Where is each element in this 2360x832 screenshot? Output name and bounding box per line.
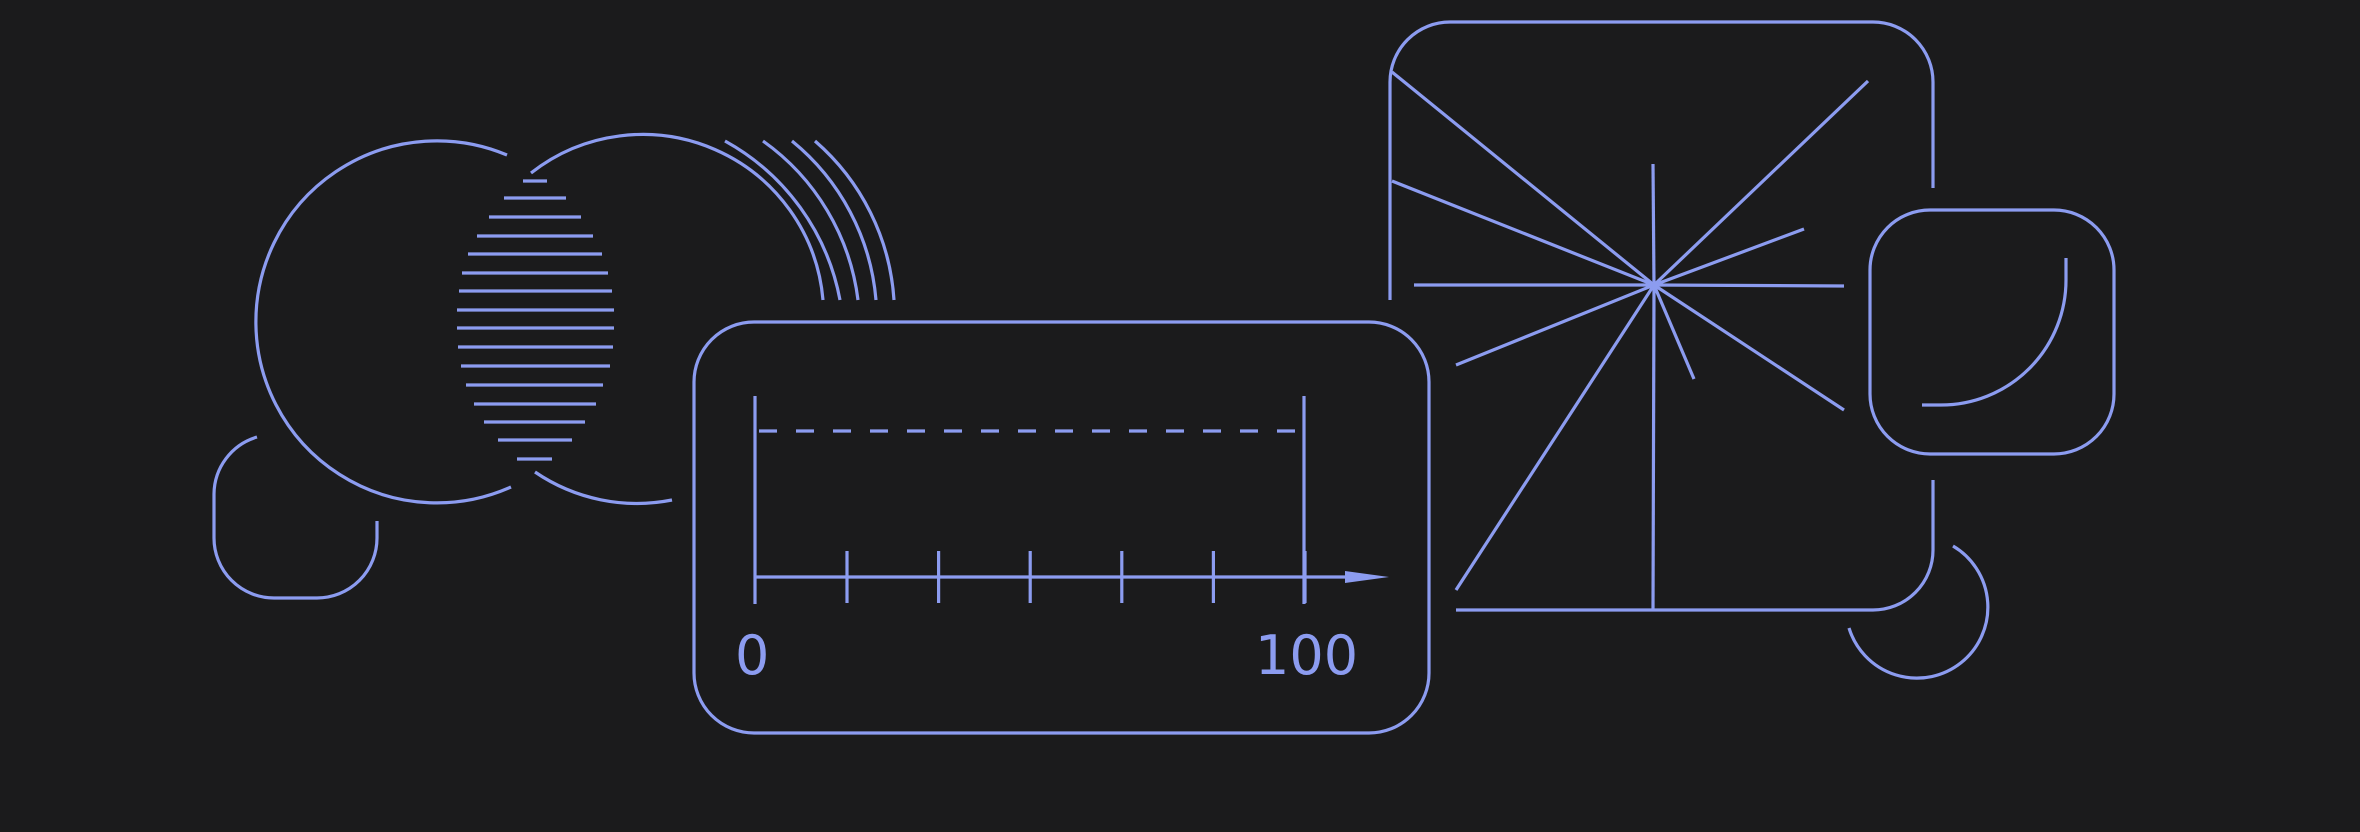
echo-arcs: [724, 139, 896, 301]
right-circle-lower: [534, 470, 673, 506]
range-slider-card: [692, 320, 1431, 735]
starburst-rays: [1390, 70, 1870, 611]
slider-min-label: 0: [735, 624, 770, 687]
starburst-frame-icon: [1388, 20, 1935, 612]
right-circle-upper: [530, 132, 825, 301]
rounded-corner-card: [1868, 208, 2116, 456]
axis-ticks: [845, 551, 1307, 603]
intersection-hatching: [457, 179, 614, 461]
corner-curve: [1922, 258, 2068, 407]
overlapping-circles-icon: [254, 132, 896, 506]
slider-card-frame: [692, 320, 1431, 735]
axis-arrowhead: [1345, 571, 1389, 583]
starburst-frame-upper: [1388, 20, 1935, 300]
open-circle-arc: [1847, 544, 1990, 680]
slider-max-label: 100: [1255, 624, 1359, 687]
starburst-frame-lower: [1456, 480, 1935, 612]
left-circle: [254, 139, 512, 505]
corner-card-frame: [1868, 208, 2116, 456]
corner-bracket-shape: [212, 435, 379, 600]
